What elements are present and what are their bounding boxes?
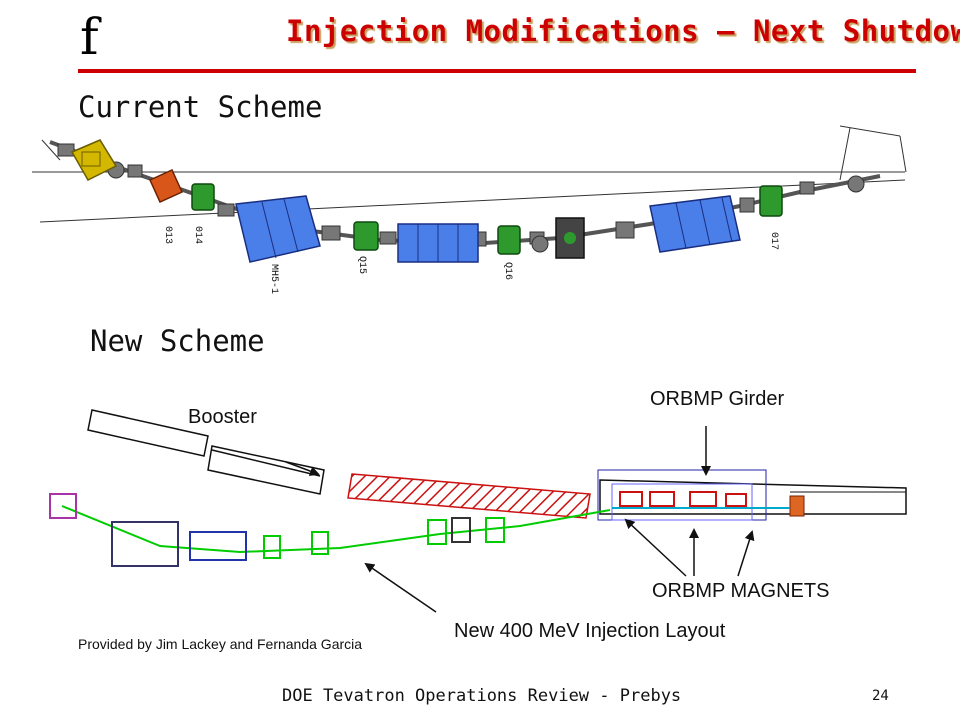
title-underline [78, 69, 916, 73]
orbmp-girder-area [597, 469, 805, 521]
annotation-arrows [285, 426, 755, 613]
stand-magnet [70, 139, 118, 181]
quad-label-013: 013 [162, 226, 173, 244]
kicker-magnet [149, 169, 183, 203]
quad-label-q15: Q15 [356, 256, 367, 274]
slide-title: Injection Modifications – Next Shutdown [286, 14, 960, 48]
quad-label-014: 014 [192, 226, 203, 244]
new-beamline-components [49, 493, 611, 567]
magnet-label-mh5-1: MH5-1 [268, 264, 279, 294]
orbmp-magnets-label: ORBMP MAGNETS [652, 580, 830, 602]
current-quadrupoles [191, 183, 783, 255]
page-number: 24 [872, 688, 889, 704]
current-scheme-diagram: 013 014 Q15 Q16 017 MH5-1 [32, 125, 907, 294]
orbmp-girder-label: ORBMP Girder [650, 388, 785, 410]
new-scheme-diagram [49, 409, 907, 613]
current-quad-labels: 013 014 Q15 Q16 017 MH5-1 [162, 226, 779, 294]
credit-line: Provided by Jim Lackey and Fernanda Garc… [78, 636, 363, 652]
current-dipoles [235, 195, 741, 263]
injection-layout-label: New 400 MeV Injection Layout [454, 620, 726, 642]
septum-element [555, 217, 585, 259]
extraction-region [347, 473, 907, 519]
fermilab-logo: f [80, 8, 99, 66]
new-scheme-heading: New Scheme [90, 324, 265, 358]
quad-label-017: 017 [768, 232, 779, 250]
quad-label-q16: Q16 [502, 262, 513, 280]
slide-footer: DOE Tevatron Operations Review - Prebys [282, 686, 682, 706]
dipole-stripes [261, 197, 733, 262]
booster-label: Booster [188, 406, 257, 428]
current-scheme-heading: Current Scheme [78, 90, 323, 124]
